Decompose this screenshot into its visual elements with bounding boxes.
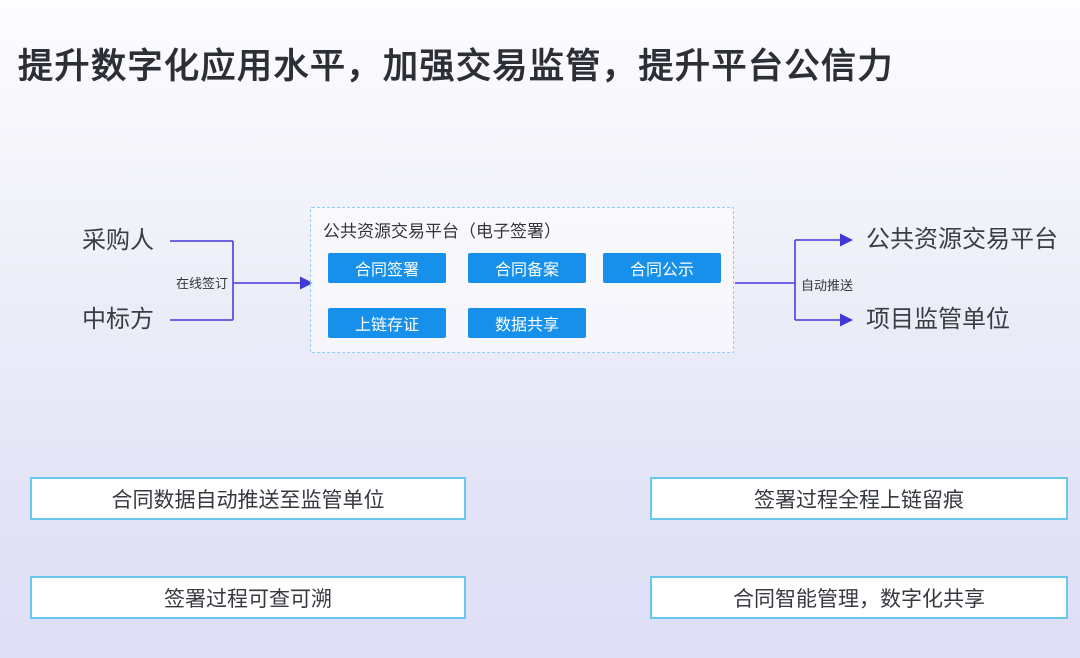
module-contract-signing: 合同签署 bbox=[328, 253, 446, 283]
target-public-resource-platform: 公共资源交易平台 bbox=[866, 226, 1058, 253]
arrowhead-target-top bbox=[840, 233, 853, 247]
benefit-smart-management: 合同智能管理，数字化共享 bbox=[650, 576, 1068, 619]
label-auto-push: 自动推送 bbox=[801, 278, 854, 293]
platform-box: 公共资源交易平台（电子签署） 合同签署 合同备案 合同公示 上链存证 数据共享 bbox=[310, 207, 734, 353]
module-contract-publicity: 合同公示 bbox=[603, 253, 721, 283]
label-online-signing: 在线签订 bbox=[176, 276, 229, 291]
benefit-auto-push: 合同数据自动推送至监管单位 bbox=[30, 477, 466, 520]
target-project-supervision-unit: 项目监管单位 bbox=[866, 306, 1010, 333]
benefit-traceable: 签署过程可查可溯 bbox=[30, 576, 466, 619]
module-data-sharing: 数据共享 bbox=[468, 308, 586, 338]
platform-title: 公共资源交易平台（电子签署） bbox=[323, 222, 561, 241]
party-purchaser: 采购人 bbox=[82, 227, 154, 254]
arrowhead-target-bottom bbox=[840, 313, 853, 327]
module-chain-deposit: 上链存证 bbox=[328, 308, 446, 338]
party-bidder: 中标方 bbox=[82, 306, 154, 333]
page-title: 提升数字化应用水平，加强交易监管，提升平台公信力 bbox=[18, 47, 895, 86]
benefit-chain-trace: 签署过程全程上链留痕 bbox=[650, 477, 1068, 520]
module-contract-filing: 合同备案 bbox=[468, 253, 586, 283]
